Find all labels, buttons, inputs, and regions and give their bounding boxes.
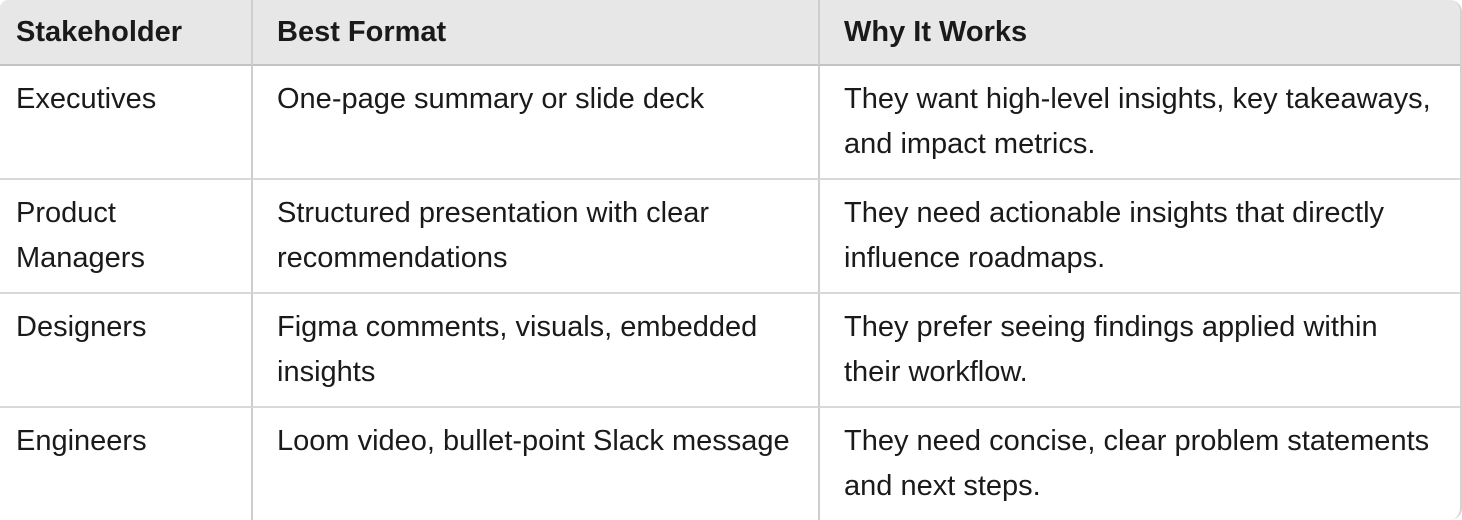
cell-why-it-works: They want high-level insights, key takea… bbox=[818, 66, 1460, 180]
cell-stakeholder: Executives bbox=[0, 66, 251, 180]
cell-best-format: One-page summary or slide deck bbox=[251, 66, 818, 180]
cell-stakeholder: Designers bbox=[0, 294, 251, 408]
cell-why-it-works: They need actionable insights that direc… bbox=[818, 180, 1460, 294]
column-header-best-format: Best Format bbox=[251, 0, 818, 66]
cell-why-it-works: They need concise, clear problem stateme… bbox=[818, 408, 1460, 520]
cell-stakeholder: Product Managers bbox=[0, 180, 251, 294]
table-row-designers: Designers Figma comments, visuals, embed… bbox=[0, 294, 1460, 408]
column-header-stakeholder: Stakeholder bbox=[0, 0, 251, 66]
cell-best-format: Figma comments, visuals, embedded insigh… bbox=[251, 294, 818, 408]
cell-best-format: Structured presentation with clear recom… bbox=[251, 180, 818, 294]
cell-stakeholder: Engineers bbox=[16, 425, 147, 457]
table-row-engineers: Engineers Loom video, bullet-point Slack… bbox=[0, 408, 1460, 520]
column-header-why-it-works: Why It Works bbox=[818, 0, 1460, 66]
cell-best-format: Loom video, bullet-point Slack message bbox=[251, 408, 818, 520]
table-row-product-managers: Product Managers Structured presentation… bbox=[0, 180, 1460, 294]
header-row: Stakeholder Best Format Why It Works bbox=[0, 0, 1460, 66]
table-row-executives: Executives One-page summary or slide dec… bbox=[0, 66, 1460, 180]
cell-why-it-works: They prefer seeing findings applied with… bbox=[818, 294, 1460, 408]
